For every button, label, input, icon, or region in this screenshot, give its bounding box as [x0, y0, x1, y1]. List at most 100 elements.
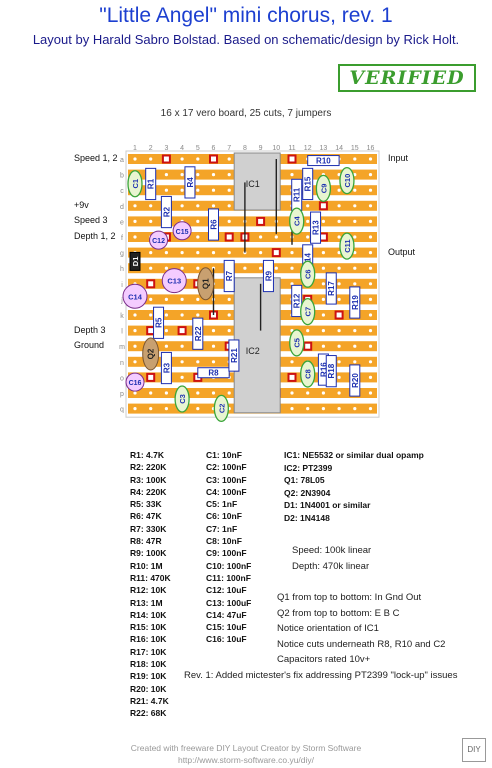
capacitor-body — [213, 394, 230, 423]
column-number: 3 — [164, 145, 168, 152]
build-note: Notice cuts underneath R8, R10 and C2 — [277, 638, 446, 650]
strip-hole — [180, 188, 184, 192]
parts-list-item: R15: 10K — [130, 622, 167, 633]
capacitor-c3: C3 — [174, 385, 190, 413]
strip-hole — [211, 344, 216, 348]
resistor-label: R12 — [293, 293, 302, 308]
strip-hole — [368, 219, 373, 223]
column-number: 12 — [304, 145, 312, 152]
strip-cut — [146, 279, 156, 289]
row-letter: c — [120, 188, 124, 195]
strip-hole — [290, 282, 294, 286]
capacitor-body — [339, 166, 355, 195]
row-letter: b — [120, 173, 124, 180]
resistor-body — [192, 317, 204, 350]
parts-list-item: C12: 10uF — [206, 585, 247, 596]
pot-value: Speed: 100k linear — [292, 545, 372, 556]
resistor-r5: R5 — [153, 306, 165, 339]
resistor-body — [349, 286, 361, 319]
resistor-body — [291, 284, 303, 318]
capacitor-body — [125, 372, 145, 392]
strip-hole — [133, 157, 137, 161]
resistor-body — [310, 211, 322, 244]
strip-hole — [164, 266, 168, 270]
strip-cut — [161, 154, 171, 164]
page-title: "Little Angel" mini chorus, rev. 1 — [99, 4, 393, 27]
strip-cut — [287, 154, 297, 164]
strip-hole — [353, 360, 357, 364]
strip-hole — [321, 391, 325, 395]
parts-list-item: R1: 4.7K — [130, 450, 165, 460]
strip-hole — [211, 329, 216, 333]
strip-hole — [149, 297, 153, 301]
strip-hole — [368, 204, 373, 208]
row-letter: i — [121, 282, 123, 289]
copper-strip — [128, 216, 377, 227]
capacitor-c16: C16 — [125, 372, 145, 392]
parts-list-item: R21: 4.7K — [130, 695, 169, 706]
strip-hole — [321, 329, 325, 333]
resistor-r12: R12 — [291, 284, 303, 318]
transistor-label: Q1 — [202, 278, 211, 289]
column-number: 1 — [133, 145, 137, 152]
strip-hole — [180, 157, 184, 161]
resistor-body — [160, 351, 172, 385]
capacitor-body — [149, 230, 169, 250]
footer: Created with freeware DIY Layout Creator… — [0, 742, 492, 766]
capacitor-c4: C4 — [289, 207, 305, 235]
part-d1: D1 — [129, 251, 141, 271]
parts-list-item: R8: 47R — [130, 536, 162, 547]
strip-hole — [306, 219, 310, 223]
strip-hole — [353, 329, 357, 333]
strip-hole — [196, 360, 200, 364]
strip-hole — [337, 375, 341, 379]
strip-hole — [321, 313, 325, 317]
column-number: 13 — [320, 145, 328, 152]
strip-cut — [334, 310, 344, 320]
parts-list-item: R6: 47K — [130, 511, 162, 522]
strip-hole — [368, 282, 373, 286]
parts-list-item: D2: 1N4148 — [284, 512, 330, 523]
column-number: 8 — [243, 145, 247, 152]
row-letter: o — [120, 375, 124, 382]
capacitor-c8: C8 — [300, 360, 316, 388]
strip-hole — [243, 266, 247, 270]
capacitor-c15: C15 — [172, 221, 192, 241]
capacitor-body — [300, 297, 316, 326]
parts-list-item: R9: 100K — [130, 548, 167, 559]
resistor-r18: R18 — [325, 355, 337, 388]
strip-hole — [337, 391, 341, 395]
transistor-label: Q2 — [147, 348, 156, 359]
capacitor-c13: C13 — [161, 268, 187, 294]
build-note: Q2 from top to bottom: E B C — [277, 607, 400, 619]
parts-list-item: C7: 1nF — [206, 523, 238, 534]
strip-hole — [306, 391, 310, 395]
strip-hole — [211, 360, 216, 364]
parts-list-item: R3: 100K — [130, 474, 167, 485]
strip-hole — [196, 266, 200, 270]
resistor-body — [145, 167, 157, 201]
build-note: Capacitors rated 10v+ — [277, 654, 371, 665]
strip-hole — [368, 188, 373, 192]
strip-hole — [306, 407, 310, 411]
strip-hole — [227, 173, 231, 177]
parts-list-item: R17: 10K — [130, 646, 167, 657]
strip-hole — [133, 360, 137, 364]
strip-hole — [180, 297, 184, 301]
parts-list-item: R22: 68K — [130, 708, 167, 719]
column-number: 5 — [196, 145, 200, 152]
strip-hole — [290, 407, 294, 411]
strip-hole — [368, 391, 373, 395]
capacitor-c7: C7 — [300, 297, 316, 326]
resistor-r1: R1 — [145, 167, 157, 201]
strip-hole — [164, 313, 168, 317]
strip-hole — [133, 391, 137, 395]
column-number: 10 — [272, 145, 280, 152]
strip-hole — [321, 251, 325, 255]
strip-hole — [133, 219, 137, 223]
capacitor-body — [300, 260, 316, 288]
resistor-label: R17 — [327, 281, 336, 296]
column-number: 6 — [212, 145, 216, 152]
part-q2: Q2 — [142, 337, 160, 371]
capacitor-body — [174, 385, 190, 413]
